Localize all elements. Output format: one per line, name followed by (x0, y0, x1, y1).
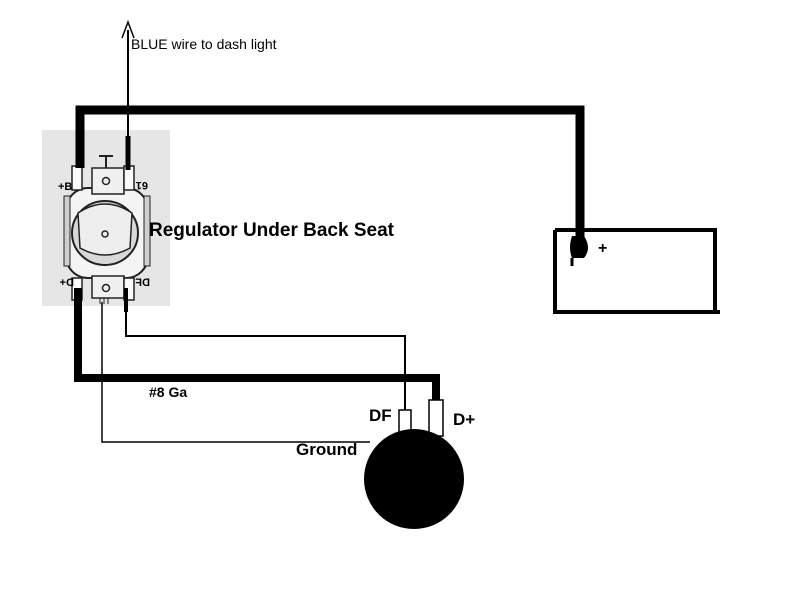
battery-positive-wire (75, 105, 588, 266)
blue-wire-label: BLUE wire to dash light (131, 36, 277, 52)
d-plus-label: D+ (453, 410, 476, 429)
terminal-b-plus-label: +B (58, 181, 72, 193)
terminal-61-label: 61 (136, 179, 148, 191)
d-plus-terminal (428, 399, 444, 437)
d-plus-heavy-wire (74, 288, 440, 400)
regulator-image: +B 61 D+ DF (42, 130, 170, 306)
df-label: DF (369, 406, 392, 425)
blue-wire (121, 19, 135, 170)
df-wire (124, 288, 406, 410)
ground-label: Ground (296, 440, 358, 459)
terminal-df-label: DF (135, 277, 150, 289)
gauge-label: #8 Ga (149, 384, 188, 400)
battery (553, 228, 720, 314)
battery-plus-label: + (598, 240, 608, 257)
terminal-d-plus-label: D+ (60, 277, 74, 289)
regulator-label: Regulator Under Back Seat (149, 220, 394, 241)
generator-body (364, 429, 464, 529)
ground-wire (101, 302, 370, 443)
generator (364, 399, 464, 529)
